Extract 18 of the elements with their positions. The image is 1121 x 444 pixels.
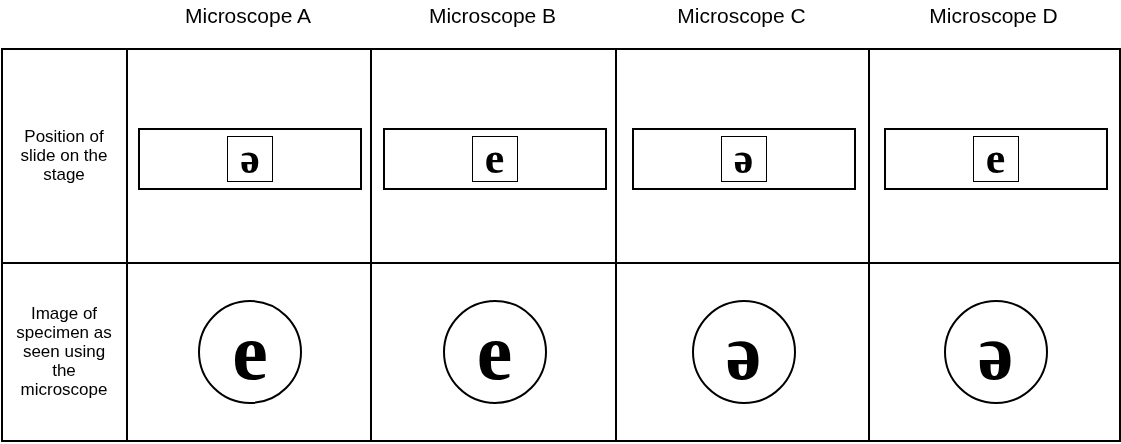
coverslip-square: e: [972, 136, 1019, 182]
column-heading: Microscope C: [676, 4, 807, 28]
column-heading: Microscope D: [928, 4, 1059, 28]
column-heading: Microscope A: [183, 4, 313, 28]
coverslip-square: e: [471, 136, 518, 182]
field-of-view-circle: e: [198, 300, 302, 404]
slide-rectangle: [382, 128, 607, 190]
slide-rectangle: [631, 128, 856, 190]
column-heading: Microscope B: [427, 4, 558, 28]
row-heading: Position of slide on the stage: [19, 126, 109, 184]
coverslip-square: ə: [227, 136, 273, 182]
slide-rectangle: [138, 128, 362, 190]
slide-rectangle: [883, 128, 1108, 190]
field-of-view-circle: e: [442, 300, 547, 404]
field-of-view-circle: ə: [943, 300, 1048, 404]
coverslip-square: ə: [720, 136, 767, 182]
field-of-view-circle: ə: [691, 300, 796, 404]
row-heading: Image of specimen as seen using the microscope: [15, 303, 113, 399]
